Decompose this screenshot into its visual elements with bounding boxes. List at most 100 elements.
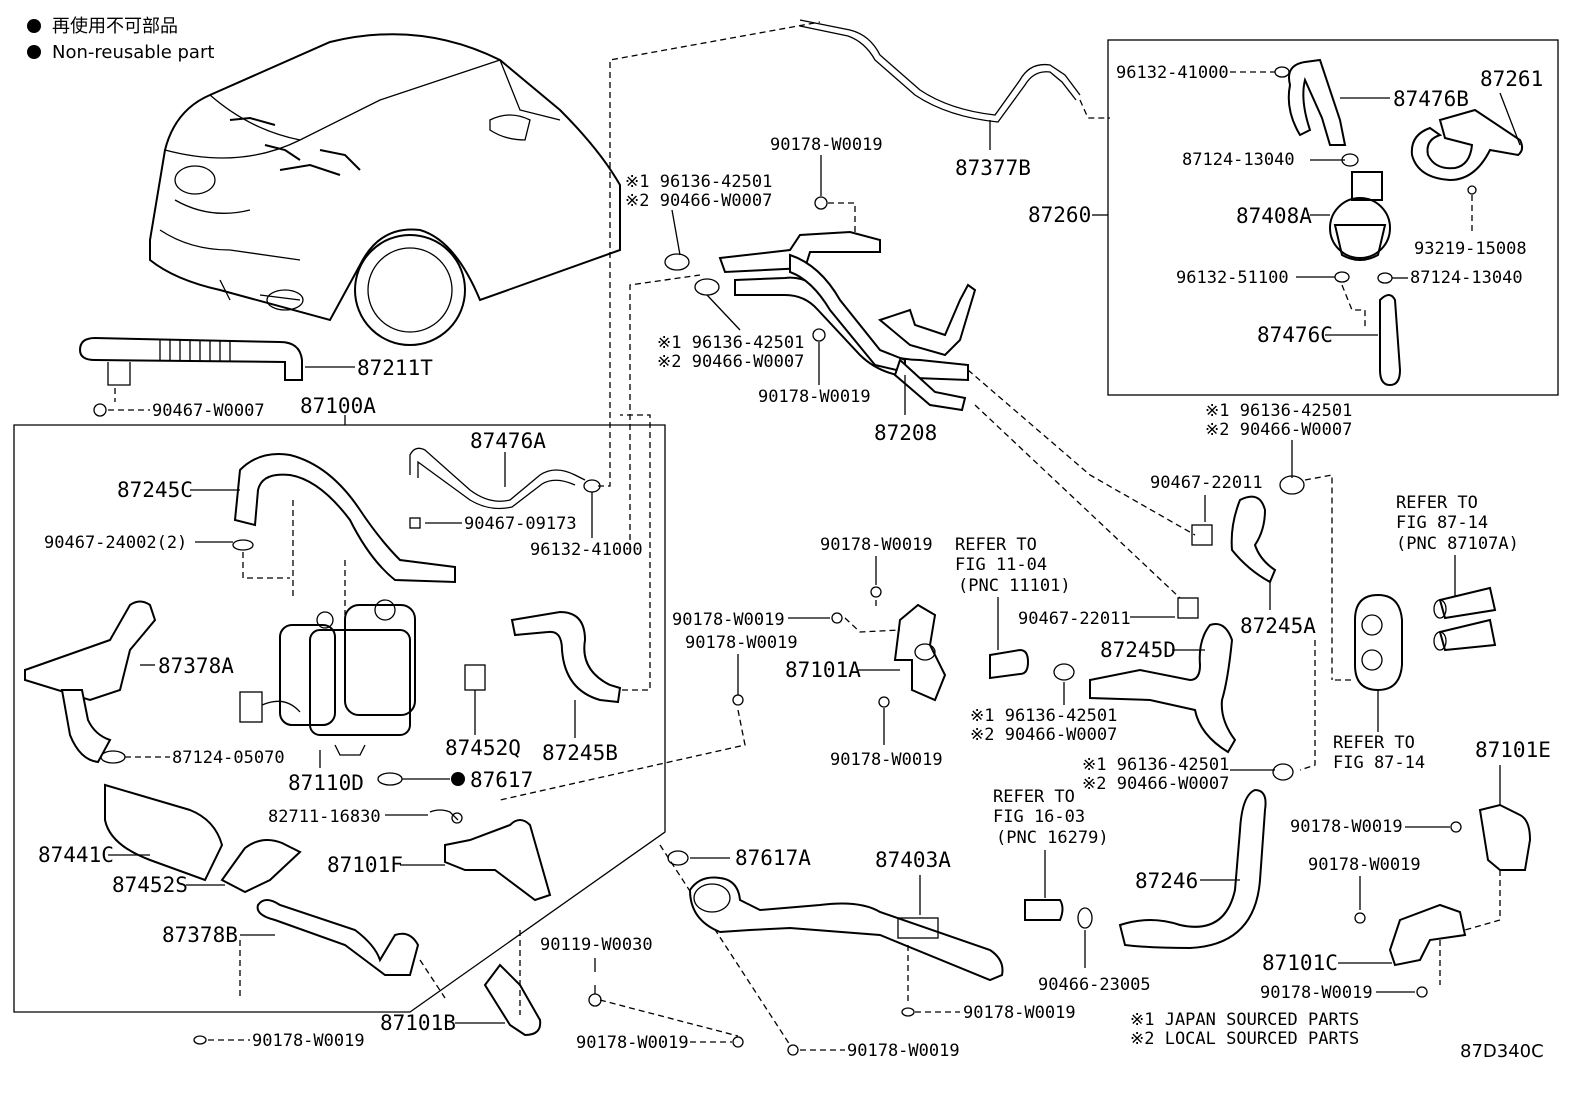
non-reusable-dot-icon <box>27 19 41 33</box>
hose-87245A <box>1230 495 1277 584</box>
part-label: ※1 96136-42501 <box>1082 755 1229 775</box>
part-label: 90178-W0019 <box>685 633 798 653</box>
part-label: 90467-22011 <box>1018 609 1131 629</box>
pipe-87403A <box>688 876 1004 982</box>
part-label: 87378B <box>162 923 238 947</box>
hoses-87208 <box>718 230 977 412</box>
part-label: 87124-13040 <box>1182 150 1295 170</box>
part-label: 87408A <box>1236 204 1312 228</box>
part-label: ※1 96136-42501 <box>970 706 1117 726</box>
inset-87260 <box>1107 39 1559 396</box>
part-label: 87245D <box>1100 638 1176 662</box>
part-label: 87476A <box>470 429 546 453</box>
part-label: 87378A <box>158 654 234 678</box>
hose-87245C <box>233 453 456 584</box>
part-label: 87403A <box>875 848 951 872</box>
part-label: ※1 96136-42501 <box>625 172 772 192</box>
part-label: 96132-51100 <box>1176 268 1289 288</box>
assembly-outline <box>13 424 666 1013</box>
part-label: 90467-09173 <box>464 514 577 534</box>
part-label: 87452S <box>112 873 188 897</box>
bracket-87452S <box>220 838 302 894</box>
part-label: ※2 90466-W0007 <box>657 352 804 372</box>
part-label: 87261 <box>1480 67 1543 91</box>
refer-figure[interactable]: FIG 87-14 <box>1333 753 1425 773</box>
refer-text: REFER TO <box>1396 493 1478 513</box>
bracket-87101F <box>444 819 552 902</box>
bracket-87378A <box>24 600 157 702</box>
part-label: ※2 90466-W0007 <box>970 725 1117 745</box>
part-label: 87245A <box>1240 614 1316 638</box>
part-label: 90467-22011 <box>1150 473 1263 493</box>
bracket-87101A <box>893 603 947 702</box>
hose-87476A <box>409 447 586 502</box>
part-label: 90178-W0019 <box>758 387 871 407</box>
part-label: 87124-13040 <box>1410 268 1523 288</box>
legend-english: Non-reusable part <box>52 42 214 63</box>
refer-figure[interactable]: FIG 16-03 <box>993 807 1085 827</box>
part-label: 90178-W0019 <box>830 750 943 770</box>
part-label: 87101B <box>380 1011 456 1035</box>
refer-text: REFER TO <box>993 787 1075 807</box>
part-label: 90467-W0007 <box>152 401 265 421</box>
pipe-87378B <box>256 899 420 976</box>
pipe-end <box>1024 899 1064 921</box>
part-label: 87245C <box>117 478 193 502</box>
part-label: 82711-16830 <box>268 807 381 827</box>
part-label: 87246 <box>1135 869 1198 893</box>
part-label: 90466-23005 <box>1038 975 1151 995</box>
vehicle-illustration <box>149 33 621 346</box>
non-reusable-dot-icon <box>451 772 465 786</box>
grommet-87-14 <box>1354 593 1403 692</box>
refer-text: REFER TO <box>955 535 1037 555</box>
part-label: 87208 <box>874 421 937 445</box>
part-label: 90178-W0019 <box>1260 983 1373 1003</box>
part-label: 87452Q <box>445 736 521 760</box>
refer-figure[interactable]: FIG 11-04 <box>955 555 1047 575</box>
non-reusable-dot-icon <box>27 45 41 59</box>
part-label: 90119-W0030 <box>540 935 653 955</box>
part-label: ※2 90466-W0007 <box>1082 774 1229 794</box>
part-label: 90178-W0019 <box>1308 855 1421 875</box>
part-label: 90178-W0019 <box>1290 817 1403 837</box>
part-label: 87211T <box>357 356 433 380</box>
part-label: 87260 <box>1028 203 1091 227</box>
gasket-87617A <box>667 850 689 866</box>
part-label: ※1 96136-42501 <box>1205 401 1352 421</box>
part-label: 87101E <box>1475 738 1551 762</box>
part-label: 90178-W0019 <box>252 1031 365 1051</box>
hose-87246 <box>1118 788 1267 950</box>
diagram-code: 87D340C <box>1460 1041 1544 1062</box>
part-label: ※2 90466-W0007 <box>1205 420 1352 440</box>
pipe-end <box>1438 586 1497 620</box>
legend: 再使用不可部品 Non-reusable part <box>27 16 214 63</box>
bracket-87101C <box>1388 903 1467 967</box>
refer-pnc: (PNC 87107A) <box>1396 534 1519 554</box>
part-label: 90178-W0019 <box>770 135 883 155</box>
hose-87245B <box>510 610 622 704</box>
part-label: 90178-W0019 <box>576 1033 689 1053</box>
hose-87476B <box>1287 58 1347 146</box>
footnote-local: ※2 LOCAL SOURCED PARTS <box>1130 1029 1359 1049</box>
refer-pnc: (PNC 11101) <box>958 576 1071 596</box>
part-label: 87101F <box>327 853 403 877</box>
part-label: 87110D <box>288 771 364 795</box>
part-label: 87101A <box>785 658 861 682</box>
heater-unit-87110D <box>239 599 416 756</box>
pipe-end <box>989 648 1030 680</box>
part-label: 87124-05070 <box>172 748 285 768</box>
part-label: 87476B <box>1393 87 1469 111</box>
part-label: 87100A <box>300 394 376 418</box>
part-label: 87617A <box>735 846 811 870</box>
footnote-japan: ※1 JAPAN SOURCED PARTS <box>1130 1010 1359 1030</box>
hose-87245D <box>1089 623 1237 754</box>
part-label: 90178-W0019 <box>963 1003 1076 1023</box>
part-label: 87377B <box>955 156 1031 180</box>
part-label: 87101C <box>1262 951 1338 975</box>
part-label: 93219-15008 <box>1414 239 1527 259</box>
wire-82711 <box>429 809 459 821</box>
tank-87441C <box>104 783 224 882</box>
refer-figure[interactable]: FIG 87-14 <box>1396 513 1488 533</box>
part-label: 96132-41000 <box>1116 63 1229 83</box>
